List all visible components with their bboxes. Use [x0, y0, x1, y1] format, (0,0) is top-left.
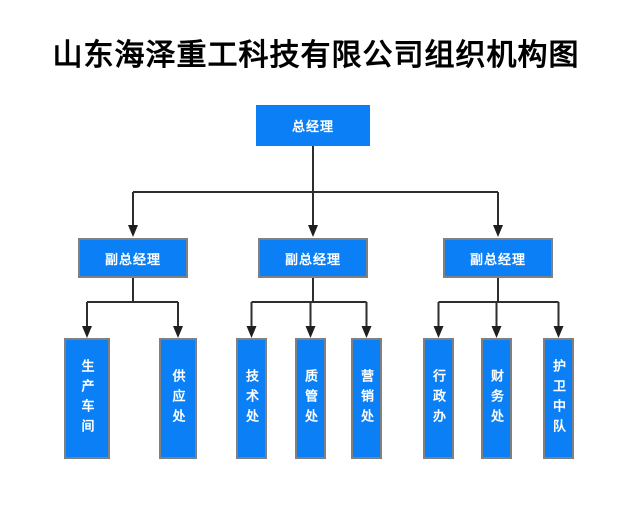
node-general-manager: 总经理 — [256, 105, 370, 146]
arrowhead-icon — [305, 326, 316, 338]
arrowhead-icon — [128, 225, 138, 237]
arrowhead-icon — [82, 326, 92, 338]
node-admin-office: 行政办 — [423, 338, 454, 459]
page-title: 山东海泽重工科技有限公司组织机构图 — [52, 39, 580, 72]
node-deputy-manager-2: 副总经理 — [258, 238, 368, 278]
connector-deputy3-branch — [437, 278, 560, 328]
node-deputy-manager-1: 副总经理 — [78, 238, 188, 278]
connector-deputy2-branch — [250, 278, 368, 328]
arrowhead-icon — [491, 326, 502, 338]
connector-deputy1-branch — [86, 278, 179, 328]
arrowhead-icon — [308, 225, 318, 237]
arrowhead-icon — [246, 326, 257, 338]
node-guard-squadron: 护卫中队 — [543, 338, 574, 459]
arrowhead-icon — [173, 326, 183, 338]
node-deputy-manager-3: 副总经理 — [443, 238, 553, 278]
arrowhead-icon — [493, 225, 503, 237]
node-marketing-dept: 营销处 — [351, 338, 382, 459]
connector-level1-drops — [132, 192, 499, 227]
arrowhead-icon — [433, 326, 444, 338]
arrowhead-icon — [553, 326, 564, 338]
node-production-workshop: 生产车间 — [64, 338, 110, 459]
node-quality-dept: 质管处 — [295, 338, 326, 459]
arrowhead-icon — [361, 326, 372, 338]
node-technical-dept: 技术处 — [236, 338, 267, 459]
node-finance-dept: 财务处 — [481, 338, 512, 459]
node-supply-dept: 供应处 — [159, 338, 197, 459]
